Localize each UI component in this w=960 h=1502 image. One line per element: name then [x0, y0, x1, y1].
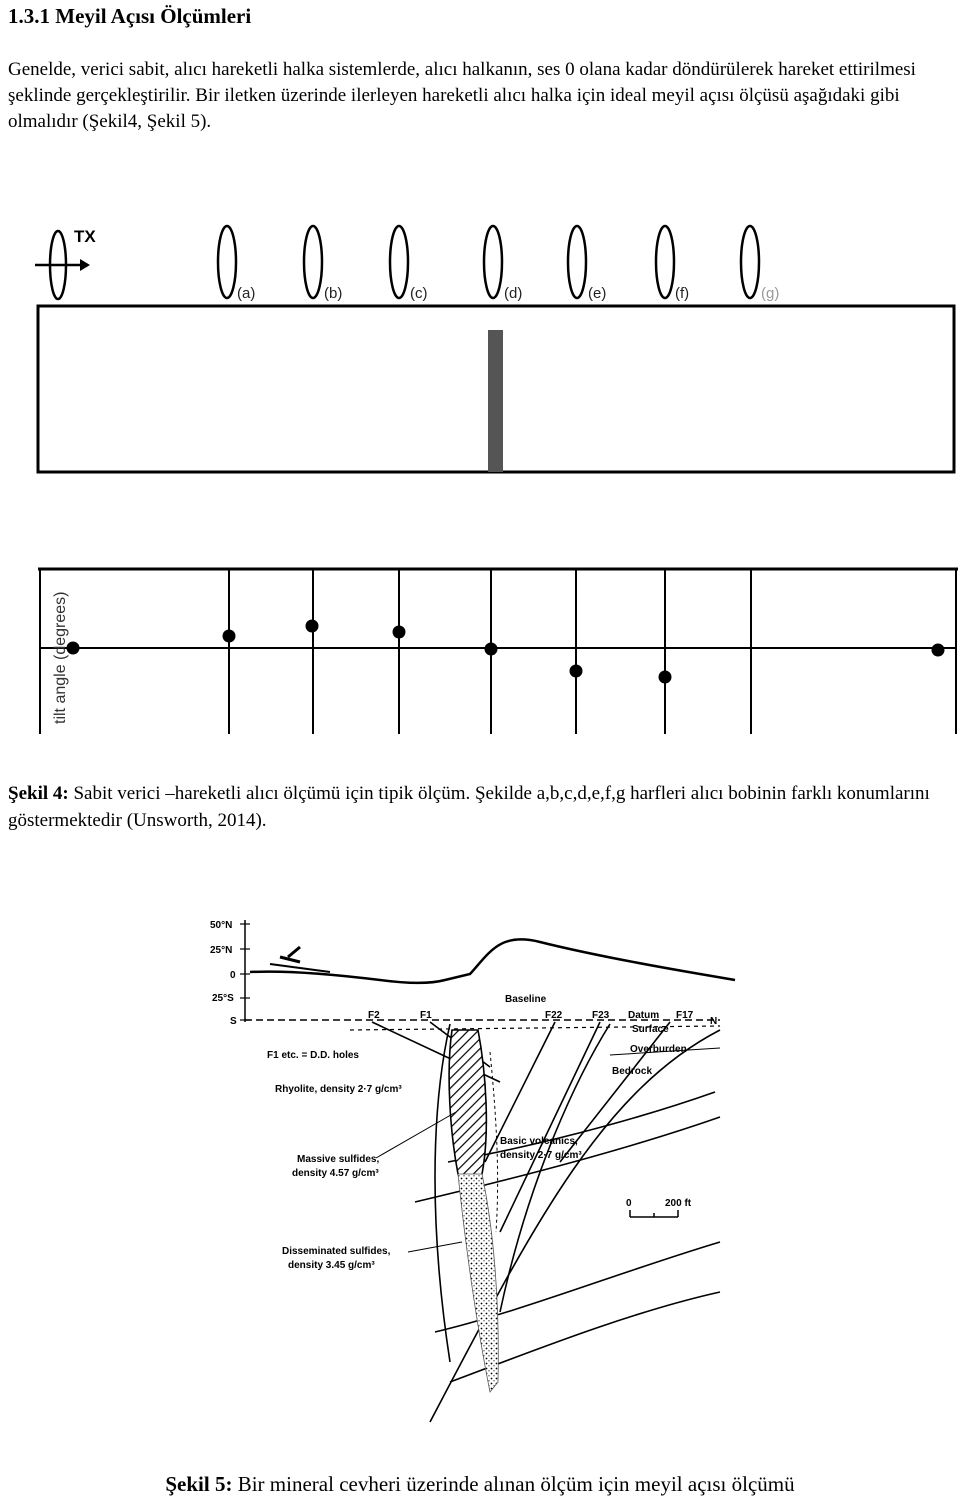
tilt-axis-label: tilt angle (degrees) [52, 591, 69, 724]
disseminated-label-1: Disseminated sulfides, [282, 1246, 391, 1257]
surface-line [349, 1025, 721, 1031]
tilt-point-a [222, 629, 236, 643]
coil-label-f: (f) [675, 285, 689, 302]
axis-label-50n: 50°N [210, 920, 232, 931]
figure-4-caption-label: Şekil 4: [8, 783, 69, 804]
coil-label-c: (c) [410, 285, 428, 302]
north-label: N [710, 1016, 717, 1027]
surface-label: Surface [632, 1024, 669, 1035]
massive-sulfide-body [448, 1029, 488, 1183]
tx-label: TX [74, 227, 96, 246]
body-paragraph: Genelde, verici sabit, alıcı hareketli h… [8, 59, 916, 132]
tilt-arrow [269, 945, 331, 973]
hole-f2: F2 [368, 1010, 380, 1021]
massive-label-2: density 4.57 g/cm³ [292, 1168, 379, 1179]
disseminated-label-2: density 3.45 g/cm³ [288, 1260, 375, 1271]
coil-label-b: (b) [324, 285, 342, 302]
coil-d [482, 224, 504, 300]
figure-5-caption-label: Şekil 5: [165, 1472, 233, 1496]
tilt-point-b [305, 619, 319, 633]
disseminated-sulfide-zone [457, 1173, 499, 1393]
massive-label-1: Massive sulfides, [297, 1154, 379, 1165]
receiver-coils: (a) (b) (c) (d) (e) (f) (g) [216, 224, 779, 302]
hole-f22: F22 [545, 1010, 563, 1021]
figure-5-orebody-section: 50°N 25°N 0 25°S S Baseline F2 F1 F22 F2… [210, 920, 736, 1423]
scale-zero: 0 [626, 1198, 632, 1209]
coil-label-e: (e) [588, 285, 606, 302]
baseline-label: Baseline [505, 994, 547, 1005]
volcanics-label-2: density 2·7 g/cm³ [500, 1150, 582, 1161]
tilt-angle-profile: tilt angle (degrees) [38, 567, 958, 734]
coil-g [739, 224, 761, 300]
scale-bar: 0 200 ft [626, 1198, 692, 1218]
scale-label: 200 ft [665, 1198, 692, 1209]
tilt-point-end [931, 643, 945, 657]
bedrock-label: Bedrock [612, 1066, 652, 1077]
coil-e [566, 224, 588, 300]
tilt-point-e [569, 664, 583, 678]
tilt-scale-axis: 50°N 25°N 0 25°S S [210, 920, 250, 1027]
hole-f23: F23 [592, 1010, 610, 1021]
figure-5-caption: Şekil 5: Bir mineral cevheri üzerinde al… [0, 1472, 960, 1497]
rhyolite-label: Rhyolite, density 2·7 g/cm³ [275, 1084, 402, 1095]
axis-label-25s: 25°S [212, 993, 234, 1004]
coil-c [388, 224, 410, 300]
axis-label-s: S [230, 1016, 237, 1027]
vertical-conductor [488, 330, 503, 472]
figure-4-caption: Şekil 4: Sabit verici –hareketli alıcı ö… [8, 780, 953, 834]
datum-label: Datum [628, 1010, 659, 1021]
coil-b [302, 224, 324, 300]
volcanics-label-1: Basic volcanics, [500, 1136, 578, 1147]
tilt-point-c [392, 625, 406, 639]
figure-4-caption-text: Sabit verici –hareketli alıcı ölçümü içi… [8, 783, 930, 831]
axis-label-25n: 25°N [210, 945, 232, 956]
coil-a [216, 224, 238, 300]
transmitter-symbol: TX [35, 227, 96, 301]
figure-5-caption-text: Bir mineral cevheri üzerinde alınan ölçü… [232, 1472, 795, 1496]
holes-legend: F1 etc. = D.D. holes [267, 1050, 359, 1061]
tilt-point-tx [66, 641, 80, 655]
coil-label-a: (a) [237, 285, 255, 302]
coil-label-d: (d) [504, 285, 522, 302]
tilt-point-d [484, 642, 498, 656]
tilt-point-f [658, 670, 672, 684]
tilt-profile-curve [249, 938, 736, 985]
coil-f [654, 224, 676, 300]
coil-label-g: (g) [761, 285, 779, 302]
hole-f1: F1 [420, 1010, 432, 1021]
drill-holes [371, 1021, 721, 1423]
overburden-label: Overburden [630, 1044, 687, 1055]
figure-4-tilt-angle-diagram: TX (a) (b) (c) (d) (e) (f) (g) [35, 224, 958, 734]
section-heading: 1.3.1 Meyil Açısı Ölçümleri [8, 4, 252, 28]
hole-f17: F17 [676, 1010, 694, 1021]
axis-label-0: 0 [230, 970, 236, 981]
